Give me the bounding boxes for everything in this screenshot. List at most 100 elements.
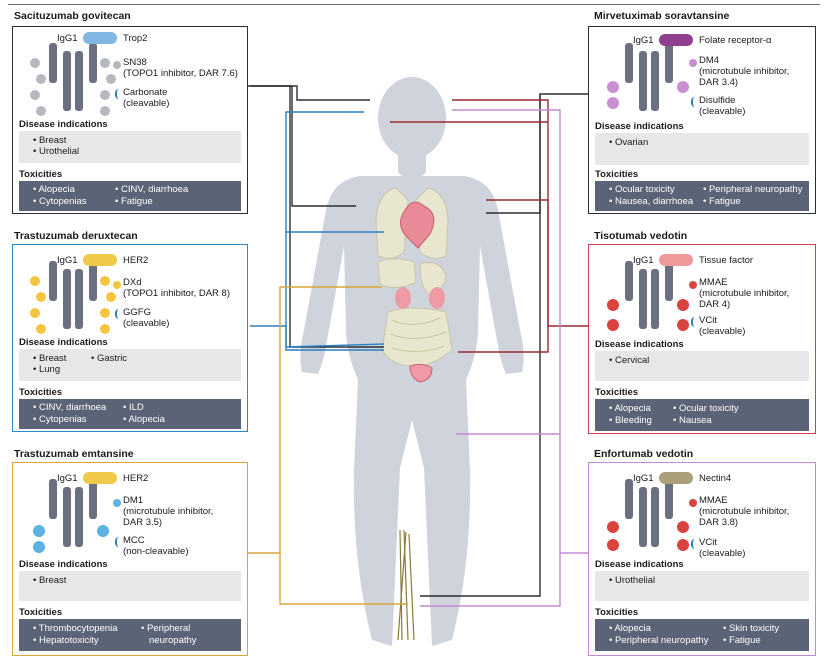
- toxicities-heading: Toxicities: [19, 169, 63, 180]
- payload-detail: (microtubule inhibitor,: [123, 506, 214, 517]
- antibody-icon: [607, 261, 689, 331]
- toxicities-box: • Thrombocytopenia • Hepatotoxicity • Pe…: [19, 619, 241, 651]
- intestines: [381, 307, 453, 367]
- payload-name: SN38: [123, 57, 147, 68]
- disease-box: • Breast: [19, 571, 241, 601]
- disease-item: • Breast: [33, 575, 67, 586]
- disease-item: • Cervical: [609, 355, 650, 366]
- toxicity-item: neuropathy: [149, 635, 197, 646]
- toxicity-item: • Cytopenias: [33, 414, 87, 425]
- target-label: Folate receptor-α: [699, 35, 772, 46]
- linker-name: Disulfide: [699, 95, 736, 106]
- toxicities-heading: Toxicities: [595, 169, 639, 180]
- disease-item: • Lung: [33, 364, 61, 375]
- toxicity-item: • CINV, diarrhoea: [33, 402, 107, 413]
- toxicity-item: • Nausea: [673, 415, 712, 426]
- disease-box: • Breast • Urothelial: [19, 131, 241, 163]
- toxicity-item: • Ocular toxicity: [673, 403, 739, 414]
- drug-panel: IgG1 HER2 DM1 (microtubule inhibitor, DA…: [12, 462, 248, 656]
- payload-detail: (microtubule inhibitor,: [699, 506, 790, 517]
- heart: [400, 201, 435, 249]
- kidney-right: [429, 287, 445, 309]
- leg-nerves: [397, 529, 415, 641]
- payload-icon: [113, 61, 121, 69]
- payload-name: MMAE: [699, 495, 728, 506]
- disease-box: • Ovarian: [595, 133, 809, 165]
- toxicity-item: • Alopecia: [609, 623, 651, 634]
- payload-detail: (microtubule inhibitor,: [699, 288, 790, 299]
- toxicity-item: • Hepatotoxicity: [33, 635, 99, 646]
- disease-heading: Disease indications: [595, 339, 684, 350]
- disease-item: • Gastric: [91, 353, 128, 364]
- disease-heading: Disease indications: [19, 337, 108, 348]
- target-label: Nectin4: [699, 473, 732, 484]
- toxicity-item: • Peripheral neuropathy: [609, 635, 709, 646]
- antibody-icon: [33, 479, 109, 553]
- toxicity-item: • Alopecia: [609, 403, 651, 414]
- body-silhouette: [300, 77, 524, 646]
- panel-title: Sacituzumab govitecan: [14, 10, 131, 22]
- payload-icon: [689, 281, 697, 289]
- disease-heading: Disease indications: [595, 559, 684, 570]
- target-icon: [659, 254, 693, 266]
- payload-name: DM4: [699, 55, 720, 66]
- target-label: HER2: [123, 255, 149, 266]
- antibody-label: IgG1: [633, 473, 654, 484]
- toxicities-box: • Ocular toxicity • Nausea, diarrhoea • …: [595, 181, 809, 211]
- top-rule: [8, 4, 820, 5]
- linker-detail: (cleavable): [699, 106, 746, 117]
- disease-box: • Breast • Lung • Gastric: [19, 349, 241, 381]
- payload-name: DM1: [123, 495, 144, 506]
- toxicities-heading: Toxicities: [595, 607, 639, 618]
- payload-detail: (TOPO1 inhibitor, DAR 8): [123, 288, 231, 299]
- payload-icon: [689, 59, 697, 67]
- toxicities-box: • Alopecia • Bleeding • Ocular toxicity …: [595, 399, 809, 431]
- linker-detail: (cleavable): [699, 326, 746, 337]
- drug-panel: IgG1 Nectin4 MMAE (microtubule inhibitor…: [588, 462, 816, 656]
- payload-detail: DAR 3.5): [123, 517, 163, 528]
- disease-heading: Disease indications: [595, 121, 684, 132]
- disease-item: • Breast: [33, 135, 67, 146]
- antibody-icon: [607, 43, 689, 111]
- target-label: HER2: [123, 473, 149, 484]
- toxicity-item: • Thrombocytopenia: [33, 623, 118, 634]
- panel-title: Mirvetuximab soravtansine: [594, 10, 730, 22]
- toxicities-box: • CINV, diarrhoea • Cytopenias • ILD • A…: [19, 399, 241, 429]
- drug-panel: IgG1 HER2 DXd (TOPO1 inhibitor, DAR 8) G…: [12, 244, 248, 432]
- target-icon: [83, 472, 117, 484]
- toxicities-heading: Toxicities: [19, 387, 63, 398]
- linker-name: MCC: [123, 535, 145, 546]
- payload-detail: DAR 3.8): [699, 517, 739, 528]
- toxicities-heading: Toxicities: [19, 607, 63, 618]
- kidney-left: [395, 287, 411, 309]
- toxicity-item: • Peripheral: [141, 623, 191, 634]
- toxicity-item: • Alopecia: [123, 414, 165, 425]
- disease-box: • Cervical: [595, 351, 809, 381]
- antibody-icon: [30, 43, 116, 116]
- payload-detail: DAR 4): [699, 299, 731, 310]
- payload-detail: (microtubule inhibitor,: [699, 66, 790, 77]
- toxicities-box: • Alopecia • Peripheral neuropathy • Ski…: [595, 619, 809, 651]
- linker-icon: [691, 539, 699, 549]
- toxicity-item: • Bleeding: [609, 415, 652, 426]
- payload-icon: [113, 499, 121, 507]
- linker-icon: [115, 309, 123, 319]
- target-icon: [83, 32, 117, 44]
- panel-title: Trastuzumab emtansine: [14, 448, 134, 460]
- linker-detail: (cleavable): [123, 318, 170, 329]
- toxicities-heading: Toxicities: [595, 387, 639, 398]
- payload-icon: [113, 281, 121, 289]
- drug-panel: IgG1 Trop2 SN38 (TOPO1 inhibitor, DAR 7.…: [12, 26, 248, 214]
- linker-icon: [115, 89, 123, 99]
- liver: [377, 258, 417, 288]
- toxicity-item: • Peripheral neuropathy: [703, 184, 803, 195]
- panel-title: Enfortumab vedotin: [594, 448, 694, 460]
- target-label: Trop2: [123, 33, 148, 44]
- disease-item: • Urothelial: [33, 146, 80, 157]
- antibody-label: IgG1: [633, 255, 654, 266]
- target-icon: [659, 472, 693, 484]
- disease-heading: Disease indications: [19, 119, 108, 130]
- drug-panel: IgG1 Folate receptor-α DM4 (microtubule …: [588, 26, 816, 214]
- linker-detail: (non-cleavable): [123, 546, 189, 557]
